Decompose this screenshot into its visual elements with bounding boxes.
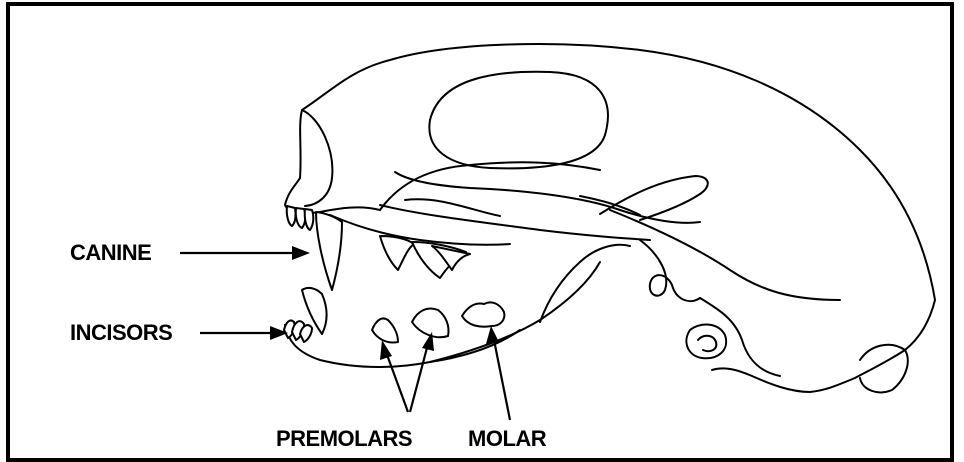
- label-incisors: INCISORS: [70, 320, 172, 345]
- temporal-ridge: [610, 210, 840, 300]
- nasal-line: [302, 110, 332, 206]
- upper-premolar-tooth: [380, 236, 414, 270]
- ear-bulla: [686, 325, 726, 359]
- upper-gumline: [330, 215, 510, 245]
- lower-incisor-tooth: [300, 325, 312, 342]
- eye-orbit: [429, 72, 608, 169]
- arrow-premolar-2: [410, 344, 428, 412]
- label-premolars: PREMOLARS: [276, 426, 412, 451]
- lower-molar-tooth: [462, 302, 504, 326]
- label-incisors-group: INCISORS: [70, 320, 288, 345]
- upper-incisor-tooth: [287, 206, 296, 226]
- jaw-joint: [640, 240, 700, 301]
- arrowhead-molar: [486, 326, 499, 344]
- teeth: [284, 206, 504, 343]
- label-canine-group: CANINE: [70, 240, 310, 265]
- label-canine: CANINE: [70, 240, 151, 265]
- ear-bulla-inner: [698, 336, 716, 351]
- upper-canine-tooth: [316, 212, 342, 290]
- arrow-premolar-1: [386, 352, 408, 412]
- arrow-molar: [494, 340, 510, 420]
- temporal-line: [580, 196, 640, 215]
- arrowhead-canine: [292, 246, 310, 260]
- label-molar-group: MOLAR: [468, 326, 547, 451]
- lower-premolar-tooth: [412, 309, 449, 338]
- upper-incisor-tooth: [305, 209, 314, 230]
- label-molar: MOLAR: [468, 426, 547, 451]
- lower-premolar-tooth: [372, 318, 398, 342]
